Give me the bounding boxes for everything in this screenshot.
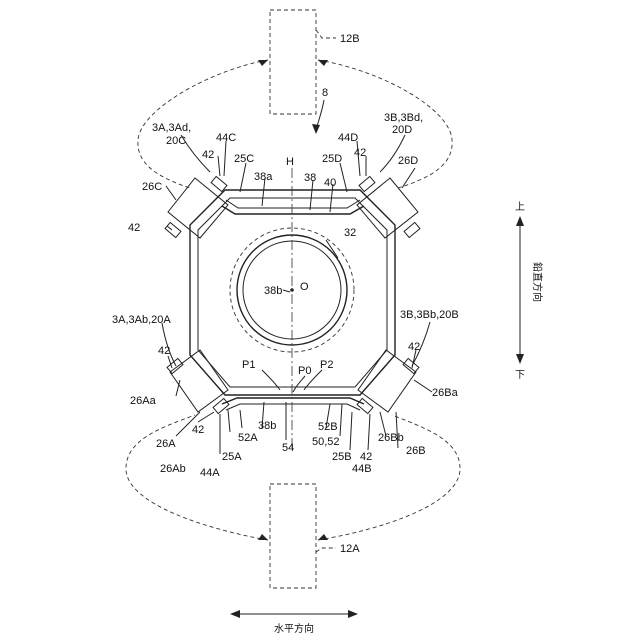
label-vertical-direction: 鉛直方向 (531, 262, 544, 302)
label-26d: 26D (398, 155, 418, 167)
label-38b: 38b (258, 420, 276, 432)
corner-unit-a (167, 350, 229, 414)
label-42-ml: 42 (158, 345, 170, 357)
housing-inner (198, 198, 387, 387)
label-32: 32 (344, 227, 356, 239)
label-42-tl: 42 (202, 149, 214, 161)
label-44a: 44A (200, 467, 220, 479)
vertical-arrow-up (516, 216, 524, 226)
label-38b-inner: 38b (264, 285, 282, 297)
label-25c: 25C (234, 153, 254, 165)
label-26ba: 26Ba (432, 387, 459, 399)
corner-unit-b (357, 350, 419, 414)
label-42-mr: 42 (408, 341, 420, 353)
plate-52 (222, 398, 364, 404)
label-54: 54 (282, 442, 294, 454)
arrow-p0 (293, 376, 305, 392)
label-horizontal-direction: 水平方向 (274, 622, 314, 635)
label-3a-3ab-20a: 3A,3Ab,20A (112, 314, 171, 326)
label-26ab: 26Ab (160, 463, 186, 475)
leader-12b (316, 30, 336, 38)
label-8: 8 (322, 87, 328, 99)
label-42-tr: 42 (354, 147, 366, 159)
label-26aa: 26Aa (130, 395, 157, 407)
label-25a: 25A (222, 451, 242, 463)
label-52a: 52A (238, 432, 258, 444)
label-down: 下 (515, 370, 525, 381)
arrow-to-12a-right (318, 534, 328, 540)
label-o: O (300, 281, 309, 293)
corner-unit-d (357, 176, 420, 238)
label-50-52: 50,52 (312, 436, 340, 448)
label-44b: 44B (352, 463, 372, 475)
plate-38a (226, 200, 360, 208)
label-12a: 12A (340, 543, 360, 555)
label-52b: 52B (318, 421, 338, 433)
label-38a: 38a (254, 171, 273, 183)
arrow-to-12b-right (318, 60, 328, 66)
corner-unit-c (165, 176, 228, 238)
label-26b: 26B (406, 445, 426, 457)
label-38: 38 (304, 172, 316, 184)
leader-12a (316, 548, 336, 552)
label-25b: 25B (332, 451, 352, 463)
horizontal-arrow-left (230, 610, 240, 618)
label-44d: 44D (338, 132, 358, 144)
label-p2: P2 (320, 359, 333, 371)
label-20d: 20D (392, 124, 412, 136)
label-h: H (286, 156, 294, 168)
label-3b-3bd: 3B,3Bd, (384, 112, 423, 124)
label-42-br: 42 (360, 451, 372, 463)
box-12b (270, 10, 316, 114)
label-25d: 25D (322, 153, 342, 165)
horizontal-arrow-right (348, 610, 358, 618)
label-3a-3ad: 3A,3Ad, (152, 122, 191, 134)
label-42-bl: 42 (192, 424, 204, 436)
vertical-arrow-down (516, 354, 524, 364)
label-12b: 12B (340, 33, 360, 45)
label-p1: P1 (242, 359, 255, 371)
label-40: 40 (324, 177, 336, 189)
label-up: 上 (515, 201, 525, 213)
plate-52-inner (226, 404, 360, 410)
label-p0: P0 (298, 365, 311, 377)
arrow-to-12a-left (258, 534, 268, 540)
boundary-top-right (318, 60, 452, 188)
label-26bb: 26Bb (378, 432, 404, 444)
label-20c: 20C (166, 135, 186, 147)
label-42-l: 42 (128, 222, 140, 234)
box-12a (270, 484, 316, 588)
housing-outer (190, 190, 395, 395)
label-26a: 26A (156, 438, 176, 450)
arrow-to-12b-left (258, 60, 268, 66)
arrow-8 (312, 124, 320, 134)
plate-38 (222, 206, 364, 214)
label-44c: 44C (216, 132, 236, 144)
label-26c: 26C (142, 181, 162, 193)
label-3b-3bb-20b: 3B,3Bb,20B (400, 309, 459, 321)
